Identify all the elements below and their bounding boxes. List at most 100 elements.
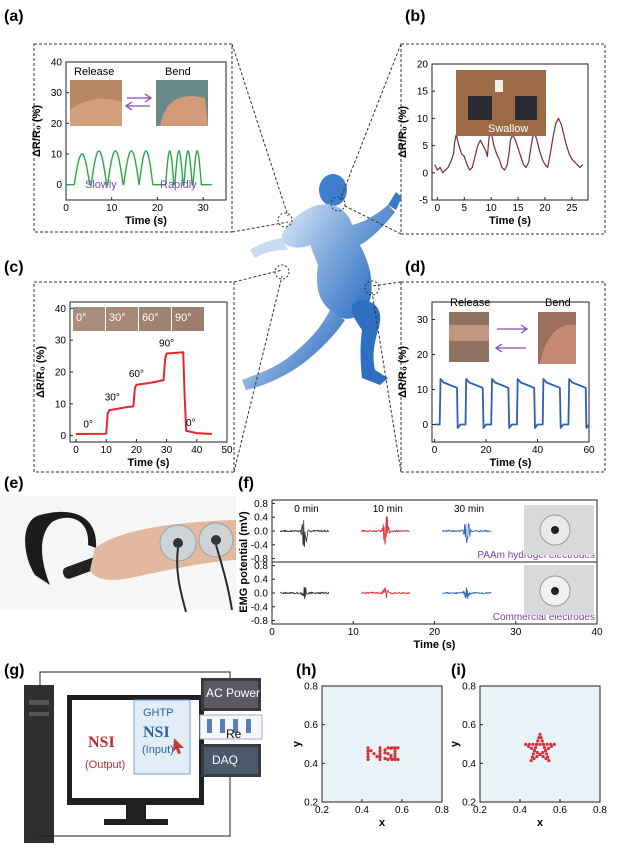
emg-trace bbox=[361, 515, 410, 545]
y-tick-label: 40 bbox=[55, 304, 67, 315]
inset-a-bend-label: Bend bbox=[165, 66, 191, 78]
inset-d-release-label: Release bbox=[450, 297, 490, 309]
y-tick-label: 0.0 bbox=[254, 589, 268, 600]
x-tick-label: 0.2 bbox=[473, 805, 487, 816]
panel-label-b: (b) bbox=[405, 8, 425, 25]
inset-c-label-60: 60° bbox=[142, 312, 159, 324]
x-axis-title: x bbox=[379, 817, 386, 829]
scatter-point bbox=[393, 757, 397, 762]
scatter-point bbox=[529, 758, 533, 763]
scatter-point bbox=[396, 746, 400, 750]
x-tick-label: 20 bbox=[429, 627, 441, 638]
scatter-point bbox=[369, 749, 373, 753]
frame-a bbox=[33, 43, 233, 233]
emg-trace bbox=[280, 586, 330, 600]
inset-a: Release Bend Slowly Rapidly bbox=[70, 66, 208, 191]
scatter-point bbox=[372, 752, 376, 756]
scatter-point bbox=[552, 742, 556, 746]
arrow-right-icon bbox=[127, 93, 153, 103]
scatter-point bbox=[542, 745, 547, 750]
scatter-point bbox=[396, 757, 400, 762]
plot-frame bbox=[321, 685, 443, 803]
y-tick-label: 0.8 bbox=[254, 561, 268, 572]
scatter-point bbox=[383, 751, 387, 755]
x-tick-label: 10 bbox=[101, 445, 113, 456]
scatter-point bbox=[539, 736, 543, 740]
y-tick-label: 10 bbox=[417, 114, 429, 125]
scatter-point bbox=[386, 757, 390, 762]
x-tick-label: 25 bbox=[566, 203, 578, 214]
y-tick-label: 15 bbox=[417, 87, 429, 98]
scatter-point bbox=[531, 742, 535, 746]
inset-b: Swallow bbox=[456, 70, 546, 136]
scatter-point bbox=[532, 749, 537, 753]
y-tick-label: 30 bbox=[417, 315, 429, 326]
y-tick-label: 0.8 bbox=[304, 682, 318, 693]
scatter-point bbox=[538, 732, 542, 736]
emg-series-label: Commercial electrodes bbox=[493, 612, 595, 623]
panel-label-h: (h) bbox=[296, 662, 316, 679]
panel-label-f: (f) bbox=[238, 475, 254, 492]
plot-frame bbox=[431, 301, 590, 443]
y-tick-label: 10 bbox=[51, 150, 63, 161]
scatter-point bbox=[383, 748, 387, 752]
x-tick-label: 0 bbox=[432, 445, 438, 456]
panel-label-e: (e) bbox=[4, 475, 24, 492]
y-axis-title: ΔR/R₀ (%) bbox=[31, 105, 43, 157]
emg-trace bbox=[279, 520, 330, 547]
y-axis-title: EMG potential (mV) bbox=[238, 511, 250, 613]
photo-hydrogel-electrode bbox=[524, 505, 594, 555]
emg-trace bbox=[361, 587, 411, 599]
daq-text: DAQ bbox=[212, 753, 238, 767]
x-tick-label: 30 bbox=[161, 445, 173, 456]
arrow-right-icon bbox=[497, 324, 529, 334]
y-tick-label: 0.6 bbox=[304, 720, 318, 731]
scatter-point bbox=[545, 742, 549, 746]
scatter-point bbox=[375, 754, 379, 759]
x-tick-label: 5 bbox=[461, 203, 467, 214]
frame-c bbox=[33, 281, 235, 473]
nsi-output-text: NSI bbox=[88, 734, 115, 751]
inset-b-swallow-label: Swallow bbox=[488, 123, 528, 135]
scatter-point bbox=[389, 754, 393, 758]
re-text: Re bbox=[226, 727, 242, 741]
annotation-rapidly: Rapidly bbox=[160, 179, 197, 191]
y-tick-label: 20 bbox=[417, 350, 429, 361]
series-line-wrist bbox=[65, 150, 213, 186]
x-tick-label: 15 bbox=[513, 203, 525, 214]
scatter-point bbox=[547, 758, 551, 763]
scatter-point bbox=[531, 752, 535, 756]
runner-silhouette bbox=[242, 174, 402, 390]
y-tick-label: 0.4 bbox=[254, 575, 268, 586]
arrow-left-icon bbox=[124, 101, 150, 111]
scatter-point bbox=[366, 749, 370, 753]
scatter-point bbox=[383, 756, 387, 761]
photo-finger-30 bbox=[106, 307, 138, 331]
x-tick-label: 40 bbox=[591, 627, 603, 638]
emg-trace bbox=[442, 587, 492, 599]
y-axis-title: y bbox=[291, 740, 303, 747]
angle-annotation: 0° bbox=[83, 420, 93, 431]
x-axis-title: Time (s) bbox=[490, 457, 532, 469]
y-tick-label: 5 bbox=[422, 141, 428, 152]
plot-frame bbox=[65, 61, 227, 201]
scatter-point bbox=[393, 752, 397, 756]
x-axis-title: x bbox=[537, 817, 544, 829]
x-tick-label: 0 bbox=[73, 445, 79, 456]
scatter-point bbox=[544, 756, 548, 761]
y-tick-label: 0.8 bbox=[462, 682, 476, 693]
arrow-left-icon bbox=[494, 343, 526, 353]
scatter-point bbox=[378, 754, 382, 759]
x-tick-label: 20 bbox=[480, 445, 492, 456]
nsi-input-text: NSI bbox=[143, 724, 170, 741]
scatter-point bbox=[535, 754, 539, 759]
x-tick-label: 10 bbox=[486, 203, 498, 214]
scatter-point bbox=[541, 742, 546, 746]
scatter-point bbox=[533, 745, 538, 750]
emg-trace bbox=[442, 523, 492, 544]
x-tick-label: 0.2 bbox=[315, 805, 329, 816]
